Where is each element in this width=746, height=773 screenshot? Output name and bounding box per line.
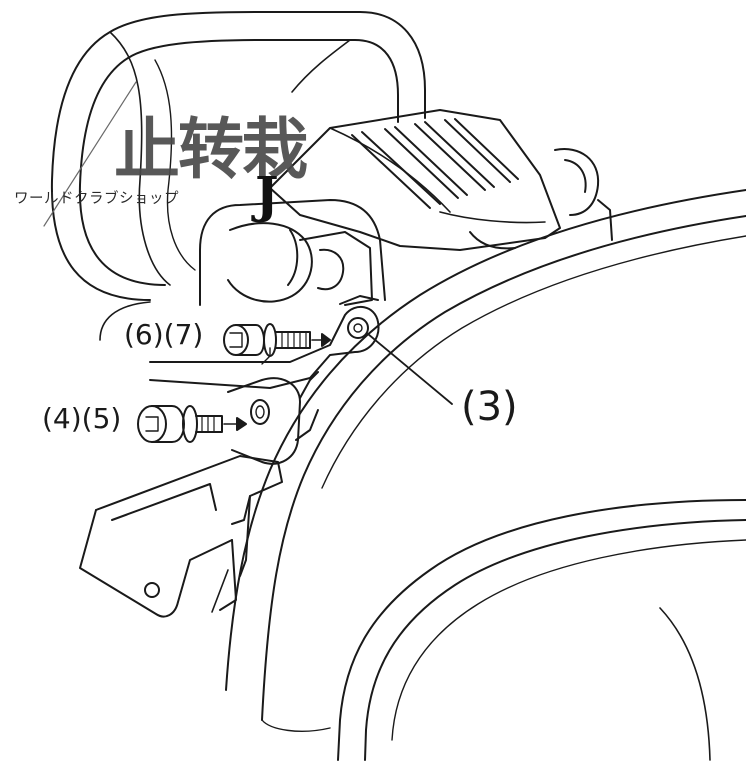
lower-bracket: [79, 455, 283, 618]
rear-fender: [225, 189, 746, 732]
leader-3: [367, 333, 453, 405]
upper-mount-bracket: [149, 295, 380, 389]
taillight-housing: [269, 109, 561, 251]
light-connector: [554, 148, 613, 241]
callout-part-3: (3): [461, 384, 518, 430]
bolt-4-5: [137, 405, 247, 443]
grab-handle: [50, 11, 426, 341]
watermark-logo-mark: J: [255, 165, 279, 224]
callout-parts-6-7: (6)(7): [124, 318, 204, 351]
bolt-6-7: [223, 323, 331, 365]
callout-parts-4-5: (4)(5): [42, 402, 122, 435]
watermark-logo-text: 止转栽: [114, 110, 308, 188]
inner-fender: [337, 499, 746, 761]
frame-body: [199, 199, 386, 306]
watermark-shop-name: ワールドクラブショップ: [14, 191, 179, 207]
watermark-scratch: [43, 81, 137, 227]
